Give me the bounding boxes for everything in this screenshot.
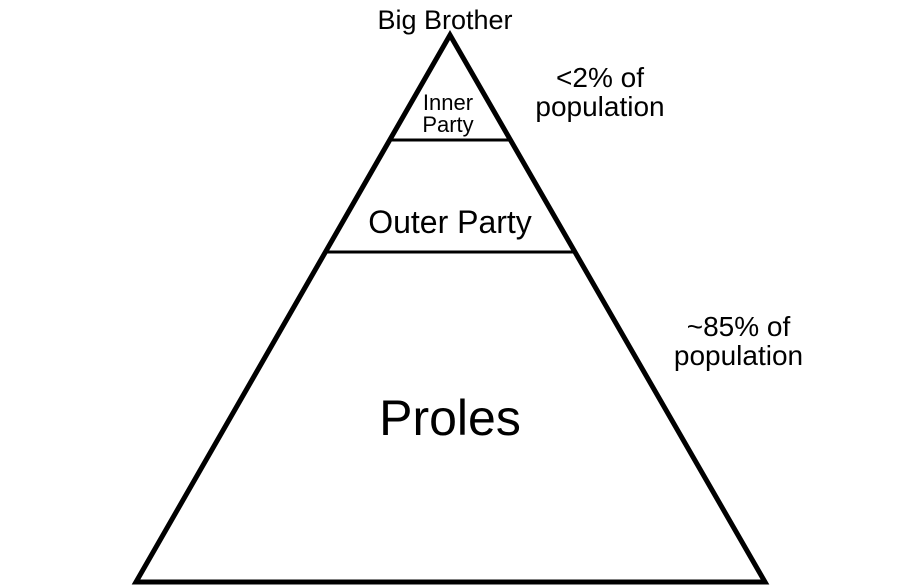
bottom-note-line-1: ~85% of <box>686 311 791 342</box>
inner-party-label-line-1: Inner <box>422 90 474 115</box>
pyramid-outline <box>131 29 770 585</box>
inner-party-label: Inner Party <box>398 92 498 135</box>
top-note-line-1: <2% of <box>556 62 644 93</box>
inner-party-label-line-2: Party <box>422 111 474 137</box>
top-note-line-2: population <box>535 91 665 123</box>
big-brother-label: Big Brother <box>377 5 513 35</box>
outer-party-label: Outer Party <box>368 204 532 240</box>
bottom-note-line-2: population <box>673 340 804 372</box>
proles-label: Proles <box>379 390 521 446</box>
inner-party-population-note: <2% of population <box>520 63 680 122</box>
proles-population-note: ~85% of population <box>656 312 821 371</box>
